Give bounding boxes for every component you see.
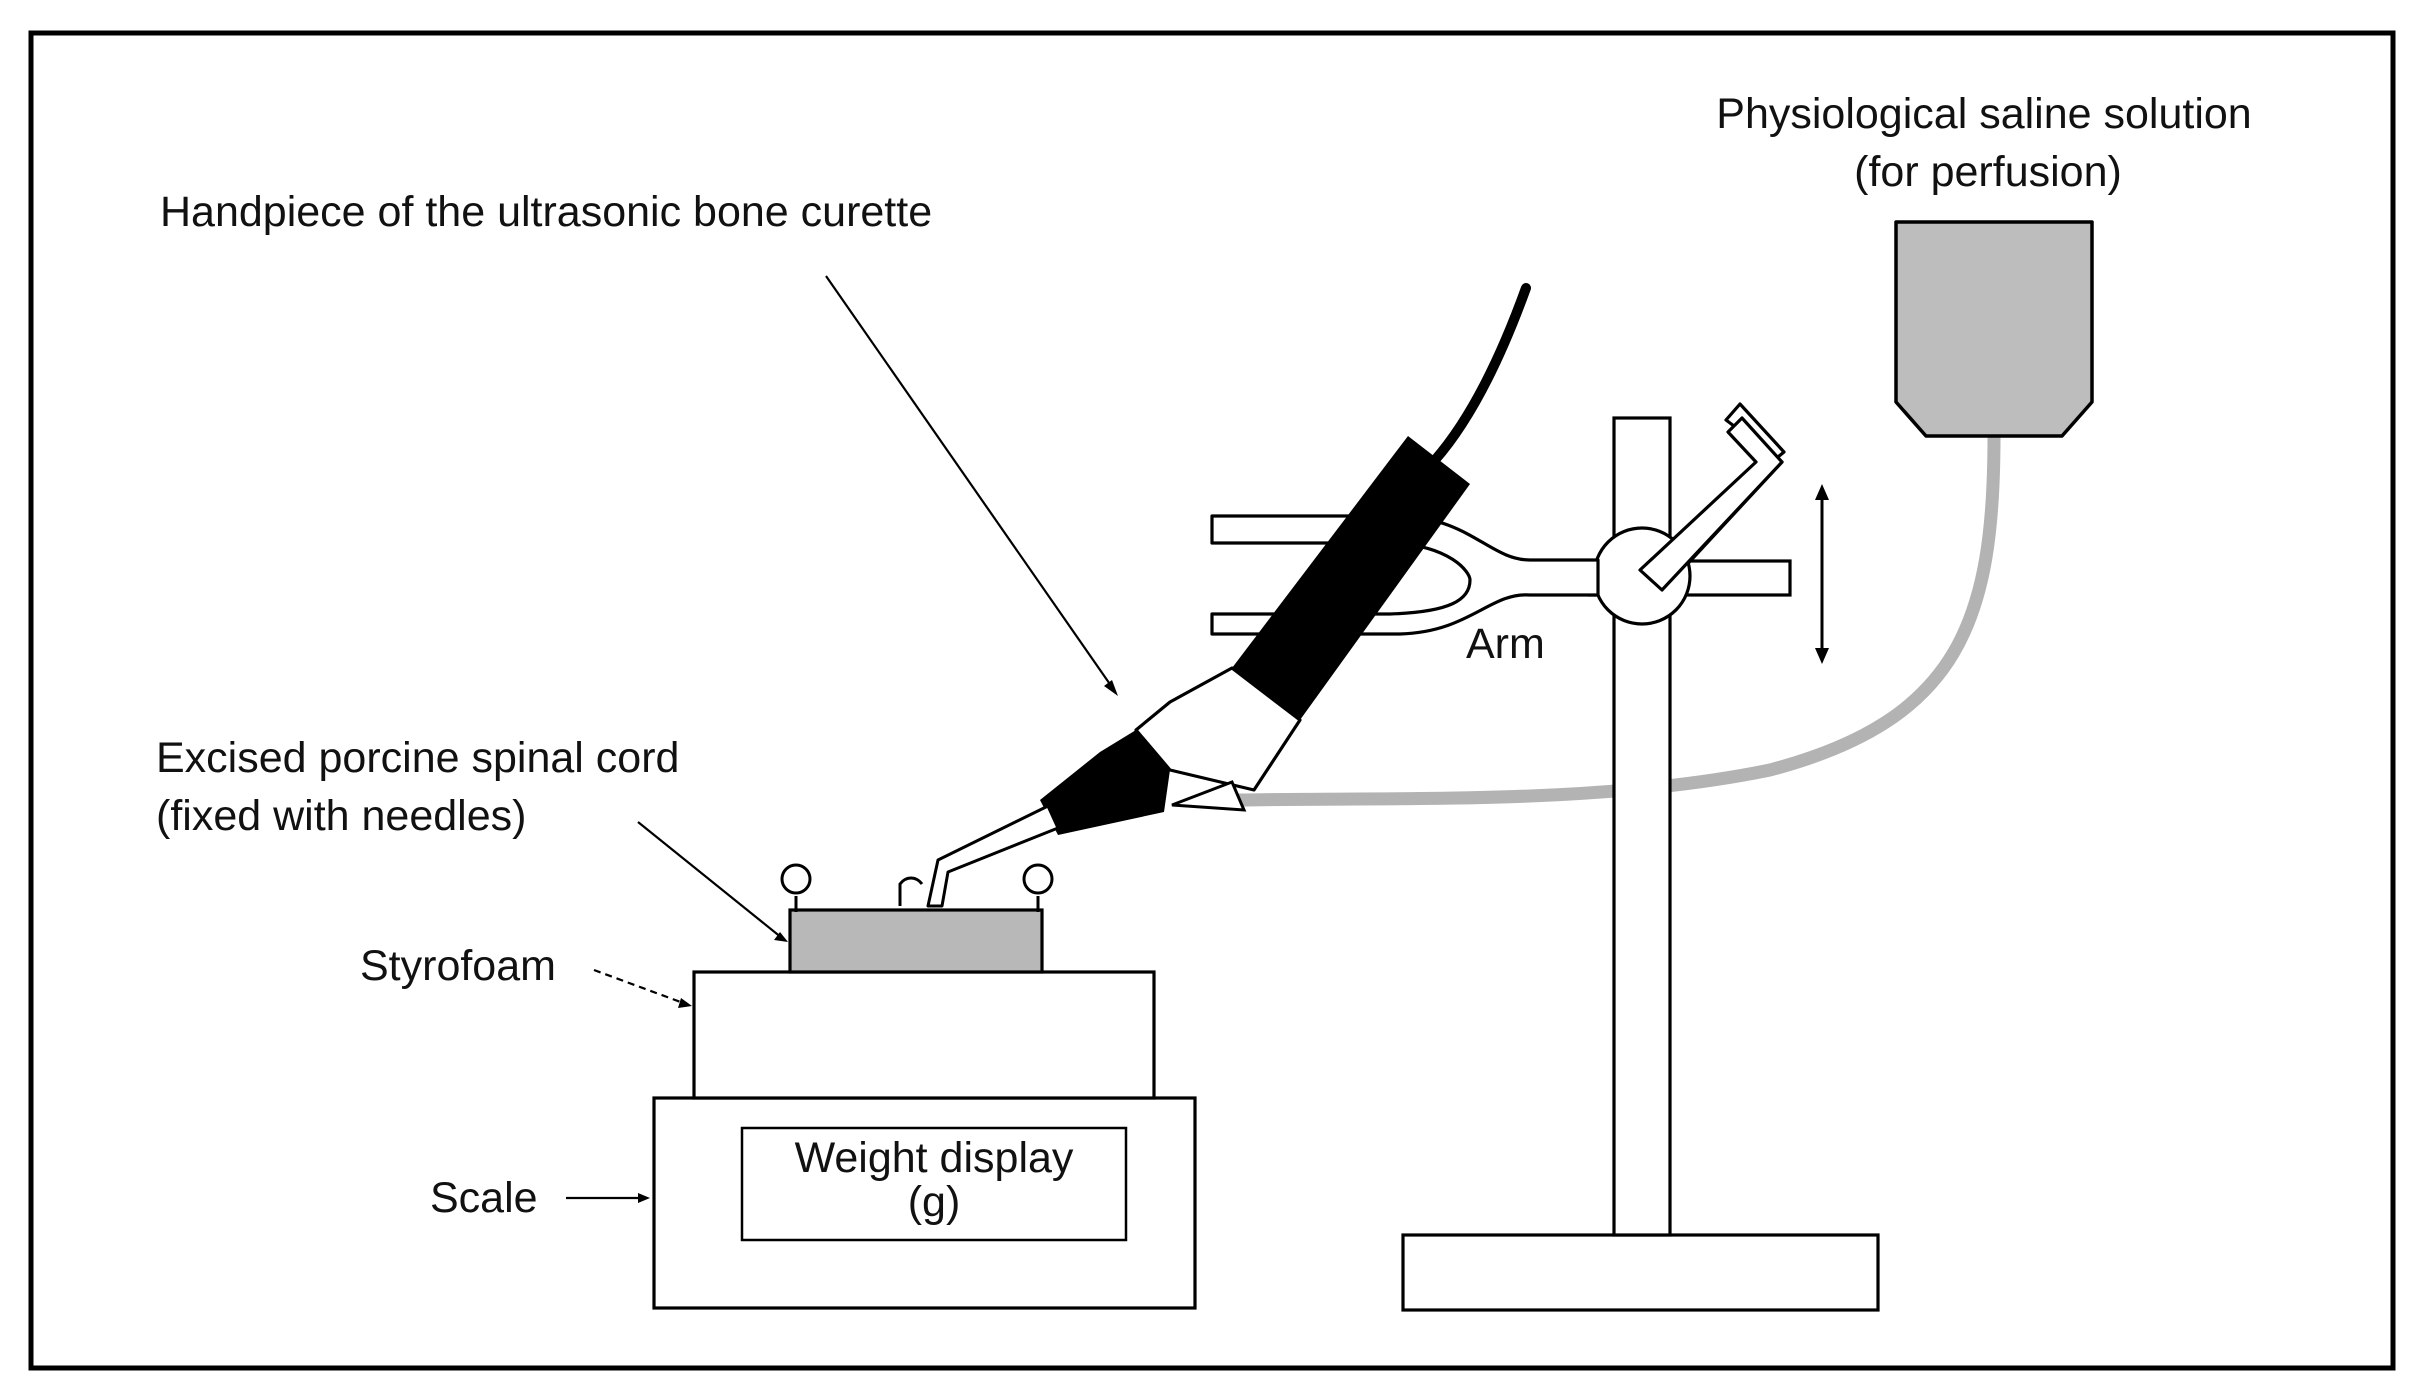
scale-label: Scale bbox=[430, 1174, 538, 1222]
curette-tip bbox=[898, 876, 924, 906]
support-stand bbox=[1401, 402, 1880, 1312]
curette-shaft bbox=[926, 804, 1060, 908]
handpiece-label: Handpiece of the ultrasonic bone curette bbox=[160, 188, 932, 236]
scale-assembly bbox=[652, 863, 1197, 1310]
leader-spinal-cord bbox=[637, 821, 788, 942]
weight-display-label-line1: Weight display bbox=[795, 1134, 1074, 1182]
saline-label-line2: (for perfusion) bbox=[1854, 148, 2122, 196]
arm-label: Arm bbox=[1466, 620, 1545, 668]
weight-display bbox=[740, 1126, 1128, 1242]
spinal-cord-specimen bbox=[788, 908, 1044, 974]
fixation-needle-left bbox=[780, 863, 812, 912]
handpiece-nose-band bbox=[1040, 730, 1170, 835]
saline-bag bbox=[1894, 220, 2094, 438]
adjustment-arrow bbox=[1815, 484, 1829, 664]
spinal-cord-label-line1: Excised porcine spinal cord bbox=[156, 734, 679, 782]
spinal-cord-label-line2: (fixed with needles) bbox=[156, 792, 526, 840]
perfusion-tube bbox=[1233, 429, 2001, 807]
styrofoam-block bbox=[692, 970, 1156, 1100]
irrigation-nozzle bbox=[1171, 780, 1247, 812]
clamp-handle-front bbox=[1638, 416, 1784, 592]
stand-base bbox=[1401, 1233, 1880, 1312]
weight-display-label-line2: (g) bbox=[908, 1178, 961, 1226]
saline-label-line1: Physiological saline solution bbox=[1716, 90, 2251, 138]
handpiece-cable bbox=[1430, 283, 1531, 465]
leader-styrofoam bbox=[593, 968, 692, 1008]
ultrasonic-handpiece bbox=[898, 283, 1531, 908]
leader-handpiece bbox=[825, 275, 1118, 696]
fixation-needle-right bbox=[1022, 863, 1054, 912]
handpiece-body bbox=[1232, 436, 1470, 720]
styrofoam-label: Styrofoam bbox=[360, 942, 556, 990]
leader-scale bbox=[566, 1193, 650, 1203]
